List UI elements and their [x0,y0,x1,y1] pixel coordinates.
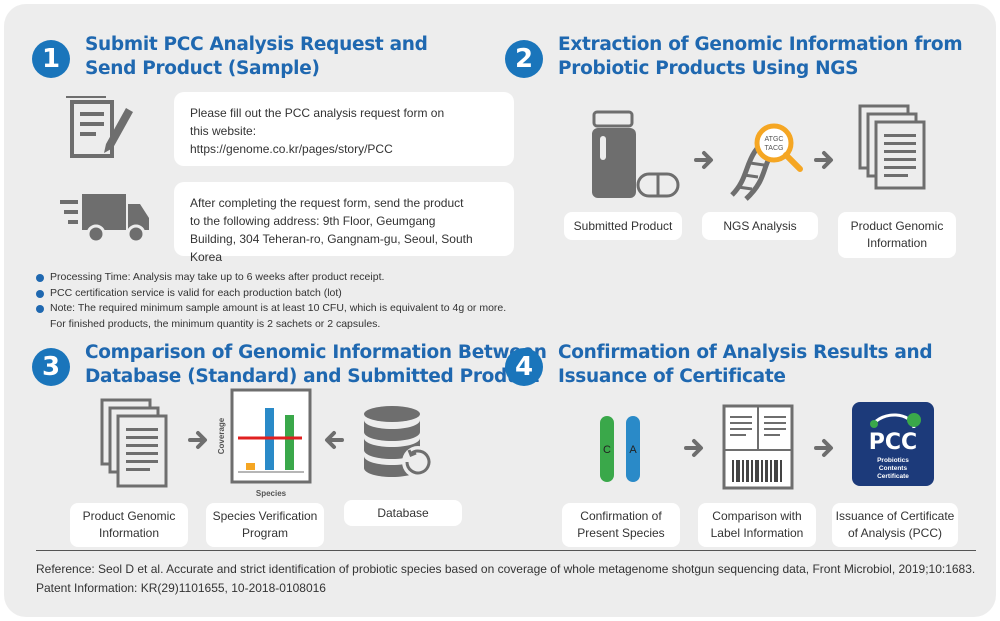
badge-small-text: Certificate [877,473,909,480]
arrow-right-icon [188,431,207,449]
label-ngs-analysis: NGS Analysis [702,212,818,240]
pcc-certificate-badge-icon: PCC Probiotics Contents Certificate [852,402,934,486]
section-title-4: Confirmation of Analysis Results and Iss… [558,342,933,387]
note-item: Note: The required minimum sample amount… [36,301,506,317]
label-comparison-label-info: Comparison with Label Information [698,503,816,547]
label-product-genomic-info-3: Product Genomic Information [70,503,188,547]
request-form-icon [66,96,133,158]
send-text-line: to the following address: 9th Floor, Geu… [190,214,436,228]
tube-letter: A [629,444,637,456]
arrow-right-icon [814,151,833,169]
send-product-card: After completing the request form, send … [174,182,514,264]
arrow-right-icon [684,439,703,457]
species-tubes-icon: C A [600,416,640,482]
delivery-truck-icon [60,194,149,244]
label-issuance-certificate: Issuance of Certificate of Analysis (PCC… [832,503,958,547]
label-document-barcode-icon [722,404,794,490]
magnifier-text: TACG [765,145,784,152]
label-database: Database [344,500,462,526]
section-title-2: Extraction of Genomic Information from P… [558,34,963,79]
bullet-dot-icon [36,305,44,313]
badge-small-text: Contents [879,465,908,472]
product-bottle-icon [592,110,680,198]
label-product-genomic-info: Product Genomic Information [838,212,956,258]
badge-big-text: PCC [869,430,917,455]
section-number-1: 1 [32,40,70,78]
request-form-card: Please fill out the PCC analysis request… [174,92,514,166]
section-number-4: 4 [505,348,543,386]
bullet-dot-icon [36,289,44,298]
genomic-documents-icon [100,398,168,488]
send-text-line: Building, 304 Teheran-ro, Gangnam-gu, Se… [190,232,473,264]
chart-x-label: Species [256,489,287,498]
send-text-line: After completing the request form, send … [190,196,464,210]
arrow-right-icon [694,151,713,169]
note-continuation: For finished products, the minimum quant… [50,317,381,330]
request-url[interactable]: https://genome.co.kr/pages/story/PCC [190,142,393,156]
request-text-line: Please fill out the PCC analysis request… [190,106,445,120]
badge-small-text: Probiotics [877,457,909,464]
bullet-dot-icon [36,274,44,282]
arrow-right-icon [814,439,833,457]
species-verification-chart-icon: Coverage Species [218,388,312,498]
arrow-left-icon [325,431,344,449]
label-confirmation-species: Confirmation of Present Species [562,503,680,547]
reference-citation: Reference: Seol D et al. Accurate and st… [36,562,976,576]
section-title-3: Comparison of Genomic Information Betwee… [85,342,547,387]
database-icon [364,406,434,478]
genomic-documents-icon [858,104,926,190]
reference-block: Reference: Seol D et al. Accurate and st… [36,560,975,598]
label-submitted-product: Submitted Product [564,212,682,240]
label-species-verification: Species Verification Program [206,503,324,547]
section-number-2: 2 [505,40,543,78]
patent-information: Patent Information: KR(29)1101655, 10-20… [36,581,326,595]
chart-y-label: Coverage [218,417,226,454]
note-item: PCC certification service is valid for e… [36,286,506,302]
tube-letter: C [603,444,611,456]
note-item: Processing Time: Analysis may take up to… [36,270,506,286]
section-number-3: 3 [32,348,70,386]
section-title-1: Submit PCC Analysis Request and Send Pro… [85,34,428,79]
request-text-line: this website: [190,124,257,138]
magnifier-text: ATGC [765,136,784,143]
notes-list: Processing Time: Analysis may take up to… [36,270,506,332]
reference-divider [36,550,976,551]
dna-magnifier-icon: ATGC TACG [730,123,803,201]
